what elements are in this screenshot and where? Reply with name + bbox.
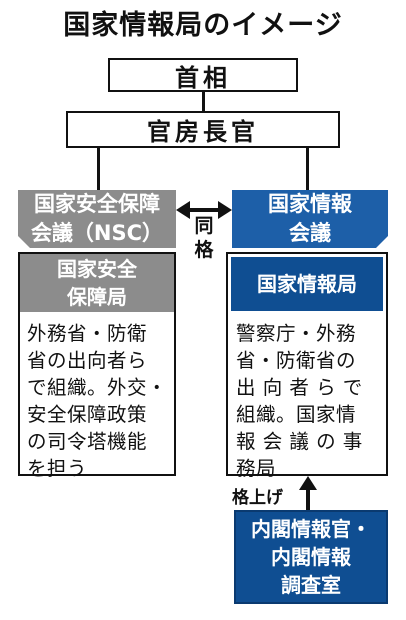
connector-pm-to-ccs bbox=[202, 92, 205, 111]
chief-cabinet-secretary-box: 官房長官 bbox=[66, 111, 340, 148]
nsc-bureau-panel: 国家安全 保障局 外務省・防衛 省の出向者ら で組織。外交・ 安全保障政策 の司… bbox=[18, 252, 176, 480]
upgrade-label: 格上げ bbox=[232, 488, 283, 508]
intelligence-bureau-description: 警察庁・外務 省・防衛省の 出 向 者 ら で 組織。国家情 報 会 議 の 事… bbox=[236, 322, 363, 480]
upgrade-arrow-icon bbox=[299, 476, 317, 510]
equivalent-rank-label: 同 格 bbox=[194, 215, 214, 261]
prime-minister-box: 首相 bbox=[108, 58, 298, 92]
connector-ccs-to-right bbox=[306, 148, 309, 190]
nsc-bureau-header: 国家安全 保障局 bbox=[20, 254, 174, 312]
connector-ccs-to-left bbox=[97, 148, 100, 190]
nsc-council-box: 国家安全保障 会議（NSC） bbox=[18, 190, 176, 248]
national-intelligence-council-box: 国家情報 会議 bbox=[232, 190, 388, 248]
diagram-title: 国家情報局のイメージ bbox=[63, 10, 343, 41]
intelligence-bureau-header: 国家情報局 bbox=[231, 257, 383, 311]
intelligence-bureau-panel: 国家情報局 警察庁・外務 省・防衛省の 出 向 者 ら で 組織。国家情 報 会… bbox=[226, 252, 388, 480]
cabinet-intelligence-office-box: 内閣情報官・ 内閣情報 調査室 bbox=[234, 510, 388, 604]
nsc-bureau-description: 外務省・防衛 省の出向者ら で組織。外交・ 安全保障政策 の司令塔機能 を担う bbox=[27, 322, 168, 480]
double-arrow-icon bbox=[176, 201, 232, 219]
